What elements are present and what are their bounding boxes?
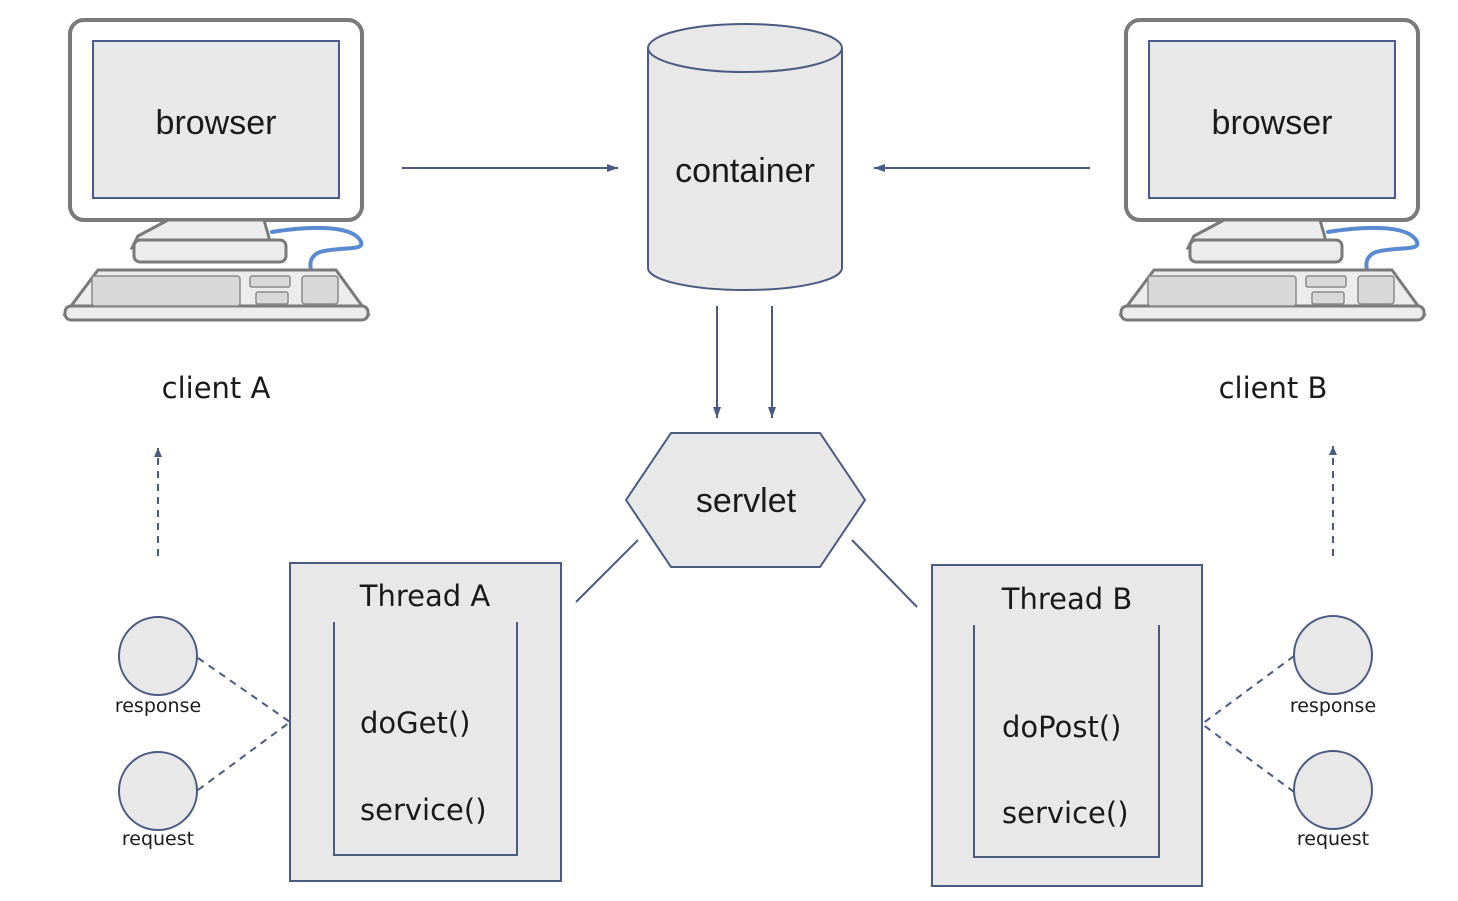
servlet-label: servlet xyxy=(696,482,797,520)
servlet-hexagon xyxy=(624,432,867,568)
response-a-circle xyxy=(118,616,198,696)
thread-b-title: Thread B xyxy=(1001,582,1133,616)
client-a-computer-icon: browser xyxy=(62,18,371,322)
client-b-screen xyxy=(1148,40,1396,199)
servlet-node: servlet xyxy=(624,432,867,568)
thread-b-objects: response request xyxy=(1201,615,1376,850)
request-a-label: request xyxy=(122,828,194,850)
line-servlet-to-thread-b xyxy=(851,539,918,608)
request-a-circle xyxy=(118,751,198,831)
client-a-browser-label: browser xyxy=(156,104,277,142)
thread-b-frame xyxy=(931,564,1203,887)
thread-b-method-service: service() xyxy=(1002,796,1129,830)
link-response-a-thread xyxy=(197,657,291,723)
thread-a-frame xyxy=(289,562,562,882)
thread-a-method-service: service() xyxy=(360,793,487,827)
client-a-screen xyxy=(92,40,340,199)
thread-a-objects: response request xyxy=(115,616,291,850)
link-response-b-thread xyxy=(1201,655,1295,725)
thread-a-title: Thread A xyxy=(359,579,491,613)
response-b-label: response xyxy=(1290,695,1376,717)
client-a-label: client A xyxy=(162,371,271,405)
thread-b-method-dopost: doPost() xyxy=(1002,710,1121,744)
thread-a-box: Thread A doGet() service() xyxy=(289,562,562,882)
container-cylinder-body xyxy=(647,48,843,291)
response-b-circle xyxy=(1293,615,1373,695)
link-request-b-thread xyxy=(1201,723,1295,793)
client-b-label: client B xyxy=(1219,371,1328,405)
client-b-browser-label: browser xyxy=(1212,104,1333,142)
request-b-label: request xyxy=(1297,828,1369,850)
request-b-circle xyxy=(1293,750,1373,830)
thread-b-box: Thread B doPost() service() xyxy=(931,564,1203,887)
client-b-computer-icon: browser xyxy=(1118,18,1427,322)
container-label: container xyxy=(675,152,815,190)
thread-a-stack xyxy=(333,622,518,856)
container-node: container xyxy=(647,23,843,291)
line-servlet-to-thread-a xyxy=(575,539,639,603)
container-cylinder-top xyxy=(647,23,843,73)
response-a-label: response xyxy=(115,695,201,717)
client-b-cable xyxy=(1326,225,1420,274)
thread-a-method-doget: doGet() xyxy=(360,706,470,740)
link-request-a-thread xyxy=(197,721,291,791)
client-a-cable xyxy=(270,225,364,274)
thread-b-stack xyxy=(973,625,1160,858)
